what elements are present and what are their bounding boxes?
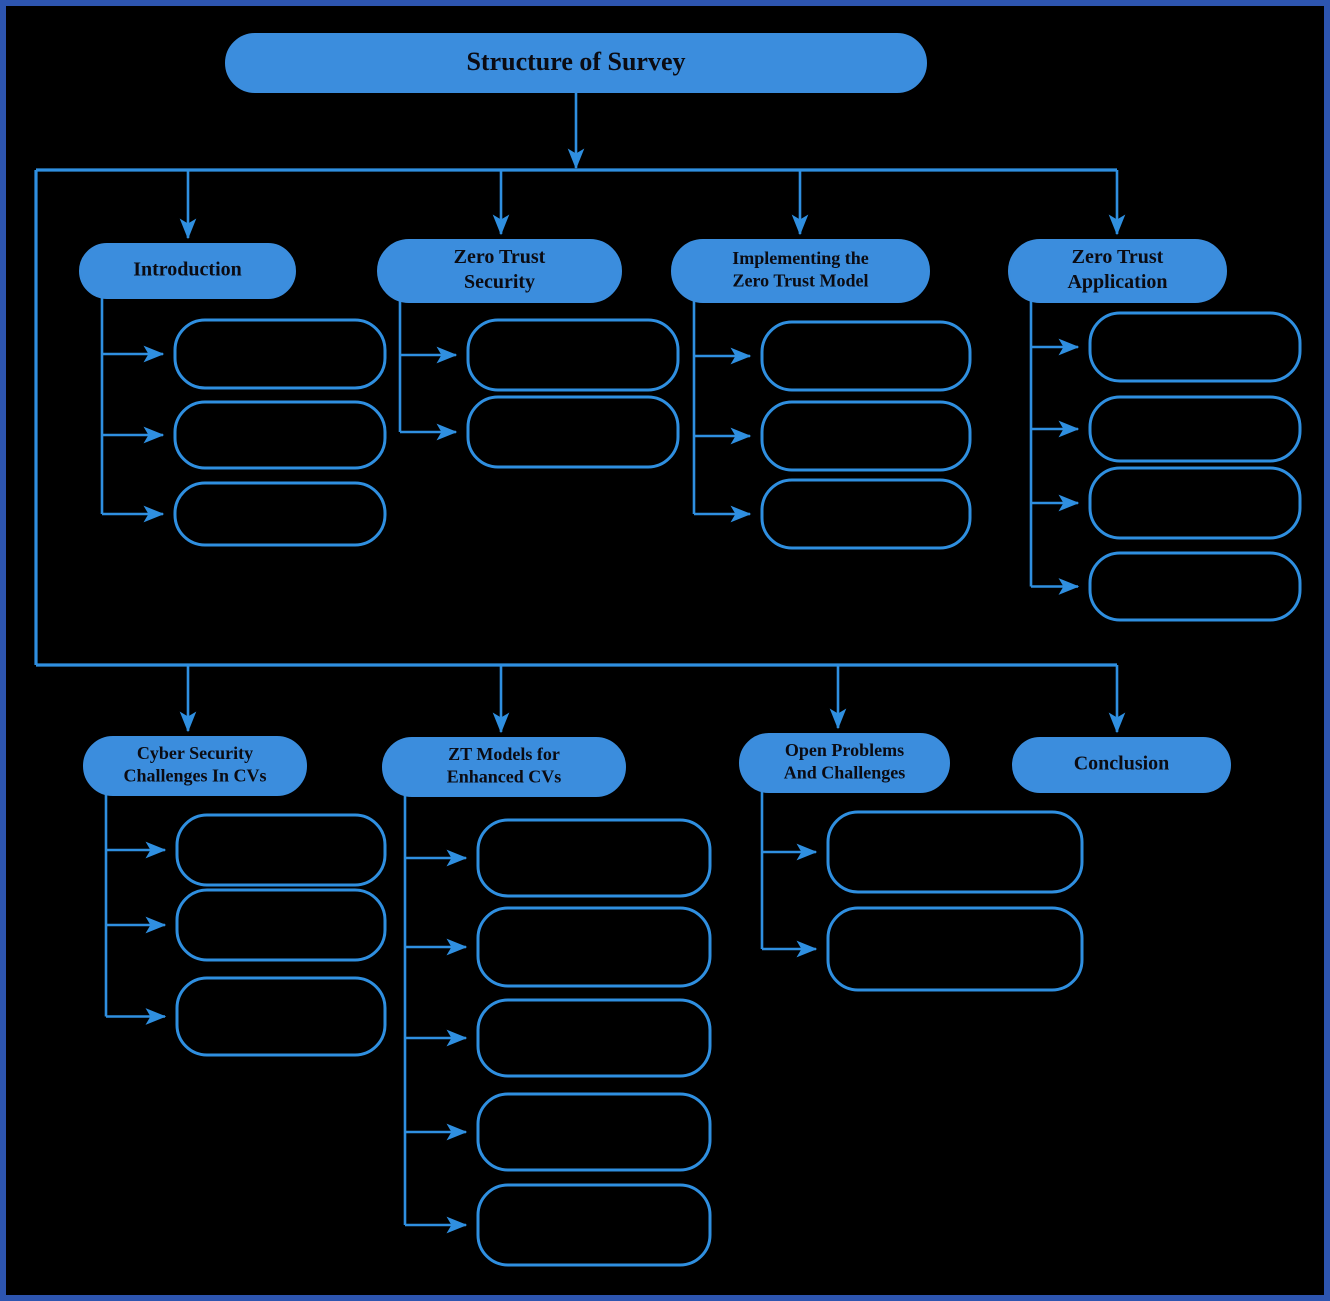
branch-label-introduction: Introduction [133, 259, 242, 281]
leaf-node-zt-models-enhanced-cvs-1[interactable] [476, 906, 712, 988]
branch-label-cyber-security-challenges: Cyber Security [137, 743, 253, 763]
leaf-node-open-problems-and-challenges-1[interactable] [826, 906, 1084, 992]
leaf-node-zt-models-enhanced-cvs-3[interactable] [476, 1092, 712, 1172]
leaf-node-zt-models-enhanced-cvs-0[interactable] [476, 818, 712, 898]
branch-label-open-problems-and-challenges: Open Problems [785, 740, 904, 760]
leaf-node-cyber-security-challenges-2[interactable] [175, 976, 387, 1057]
branch-label-zero-trust-security: Zero Trust [454, 246, 546, 268]
branch-label-zt-models-enhanced-cvs: ZT Models for [448, 744, 560, 764]
leaf-node-cyber-security-challenges-0[interactable] [175, 813, 387, 887]
branch-label-zero-trust-application: Zero Trust [1072, 246, 1164, 268]
branch-label-zt-models-enhanced-cvs: Enhanced CVs [447, 766, 562, 786]
root-title: Structure of Survey [466, 47, 685, 76]
connector-lines [34, 92, 1126, 1234]
branch-label-conclusion: Conclusion [1074, 753, 1170, 775]
leaf-node-introduction-2[interactable] [173, 481, 387, 547]
leaf-node-zero-trust-application-1[interactable] [1088, 395, 1302, 463]
branch-label-zero-trust-application: Application [1067, 271, 1167, 293]
branch-label-open-problems-and-challenges: And Challenges [784, 762, 906, 782]
branch-node-conclusion[interactable]: Conclusion [1012, 737, 1231, 793]
branch-label-zero-trust-security: Security [464, 271, 535, 293]
branch-node-introduction[interactable]: Introduction [79, 243, 296, 299]
branch-label-implementing-zero-trust-model: Zero Trust Model [733, 270, 869, 290]
leaf-node-cyber-security-challenges-1[interactable] [175, 888, 387, 962]
branch-label-implementing-zero-trust-model: Implementing the [732, 248, 869, 268]
root-node[interactable]: Structure of Survey [225, 33, 927, 93]
leaf-node-zero-trust-security-1[interactable] [466, 395, 680, 469]
leaf-node-zero-trust-application-3[interactable] [1088, 551, 1302, 622]
leaf-node-zero-trust-application-2[interactable] [1088, 466, 1302, 540]
leaf-node-introduction-1[interactable] [173, 400, 387, 470]
leaf-node-zero-trust-security-0[interactable] [466, 318, 680, 392]
branch-label-cyber-security-challenges: Challenges In CVs [123, 765, 266, 785]
leaf-node-introduction-0[interactable] [173, 318, 387, 390]
leaf-node-zt-models-enhanced-cvs-2[interactable] [476, 998, 712, 1078]
leaf-node-zero-trust-application-0[interactable] [1088, 311, 1302, 383]
leaf-node-implementing-zero-trust-model-1[interactable] [760, 400, 972, 472]
leaf-node-implementing-zero-trust-model-0[interactable] [760, 320, 972, 392]
leaf-node-zt-models-enhanced-cvs-4[interactable] [476, 1183, 712, 1267]
leaf-node-implementing-zero-trust-model-2[interactable] [760, 478, 972, 550]
leaf-node-open-problems-and-challenges-0[interactable] [826, 810, 1084, 894]
